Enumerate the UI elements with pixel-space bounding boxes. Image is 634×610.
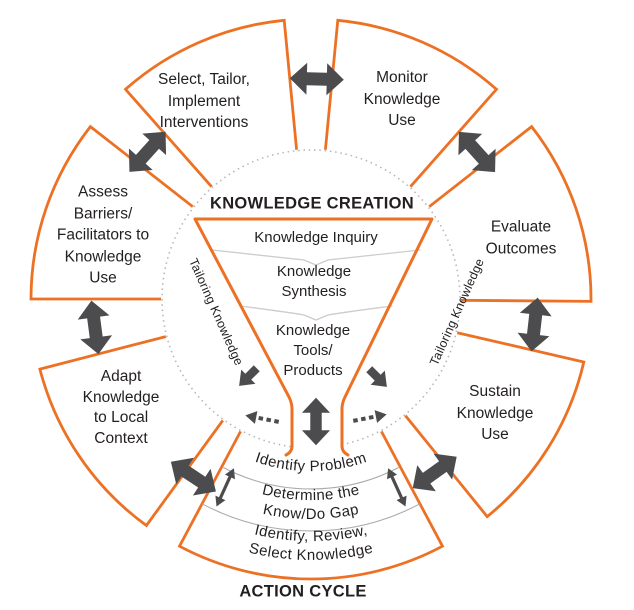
petal-action-cycle-rings [177,430,445,581]
petal-label-line: Use [481,425,509,443]
funnel-row-line: Knowledge [275,322,351,339]
petal-label-line: Implement [167,92,241,110]
petal-label-line: Outcomes [485,240,557,257]
petal-label-line: Select, Tailor, [158,70,250,88]
petal-label-line: Facilitators to [56,226,150,244]
funnel-out-right-arrow-icon [362,362,394,394]
action-ring-determine-line1-label: Determine the [261,481,361,504]
funnel-row-line: Synthesis [281,283,347,300]
petal-label-line: Sustain [469,382,521,400]
double-arrow-adapt-assess-icon [75,298,115,357]
action-ring-determine-line2-label: Know/Do Gap [262,501,361,523]
dashed-arrow-left-icon [242,406,282,431]
petal-label-line: Interventions [159,113,249,131]
petal-label-adapt-knowledge: Adapt Knowledge to Local Context [83,367,160,449]
funnel-divider-2 [239,305,393,321]
petal-label-line: Knowledge [363,90,441,108]
funnel-row-line: Products [283,362,343,379]
action-cycle-title: ACTION CYCLE [239,582,367,601]
petal-label-line: Assess [78,183,128,201]
petal-assess-barriers-facilitators [29,124,194,301]
funnel-row-knowledge-synthesis: Knowledge Synthesis [277,262,351,302]
funnel-row-knowledge-inquiry: Knowledge Inquiry [254,228,377,248]
funnel-divider-1 [211,249,421,266]
petal-label-sustain-knowledge-use: Sustain Knowledge Use [457,381,534,446]
funnel-outline [193,217,434,457]
knowledge-creation-title: KNOWLEDGE CREATION [209,194,415,213]
action-ring-review-line1-label: Identify, Review, [253,522,369,546]
petal-monitor-knowledge-use [324,18,499,188]
petal-label-line: Knowledge [64,247,142,265]
petal-select-tailor-implement-interventions [123,18,298,188]
petal-label-monitor-knowledge-use: Monitor Knowledge Use [364,67,441,132]
funnel-row-knowledge-tools-products: Knowledge Tools/ Products [276,321,350,381]
knowledge-funnel [195,219,432,455]
petal-label-line: Monitor [376,68,428,86]
petal-evaluate-outcomes [428,124,593,303]
petal-label-evaluate-outcomes: Evaluate Outcomes [486,217,557,260]
dashed-arrow-right-icon [350,405,390,430]
petal-label-line: to Local [93,409,149,426]
funnel-row-line: Tools/ [293,342,333,359]
petal-label-line: Use [388,111,416,129]
petal-label-line: Context [94,429,148,447]
funnel-row-line: Knowledge [276,263,352,280]
petal-label-line: Knowledge [82,388,160,406]
double-arrow-evaluate-sustain-icon [515,295,554,354]
petal-label-line: Barriers/ [73,204,133,222]
petal-label-assess-barriers: Assess Barriers/ Facilitators to Knowled… [57,181,149,289]
action-ring-separator-1 [223,467,399,490]
petal-label-line: Evaluate [490,218,552,236]
action-ring-separator-2 [201,503,421,532]
funnel-row-line: Knowledge Inquiry [254,229,378,246]
petal-label-select-tailor-implement: Select, Tailor, Implement Interventions [158,69,250,134]
petal-label-line: Use [89,269,117,287]
petal-label-line: Knowledge [456,404,534,422]
petal-label-line: Adapt [100,368,142,385]
